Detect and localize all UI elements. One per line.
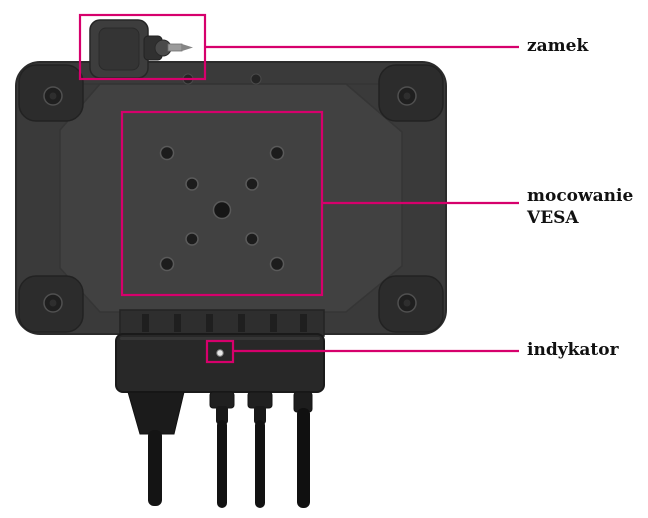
lock-face — [98, 27, 140, 71]
center-cable-2 — [255, 420, 265, 508]
callouts — [78, 13, 519, 364]
cables — [127, 391, 313, 508]
left-connector — [127, 391, 185, 435]
center-cable-1 — [217, 420, 227, 508]
left-cable — [148, 430, 162, 506]
vesa-mount-holes — [159, 145, 285, 272]
center-connector-2 — [247, 391, 273, 409]
key-shaft — [167, 43, 183, 52]
callout-label-indicator: indykator — [527, 340, 619, 360]
callout-label-vesa-mount: mocowanie VESA — [527, 186, 634, 228]
dock-back-plate — [59, 83, 403, 313]
center-connector-1 — [209, 391, 235, 409]
corner-bumpers — [18, 64, 444, 333]
lock-assembly — [89, 19, 193, 79]
right-cable — [297, 408, 310, 508]
hinge-strip — [119, 309, 325, 337]
indicator-led — [216, 349, 224, 357]
top-screw-right — [250, 73, 262, 85]
vesa-center-hole — [212, 200, 232, 220]
dock-body — [15, 61, 447, 335]
key-tip — [182, 44, 193, 51]
callout-label-lock: zamek — [527, 36, 589, 56]
bumper-screws — [43, 86, 417, 313]
